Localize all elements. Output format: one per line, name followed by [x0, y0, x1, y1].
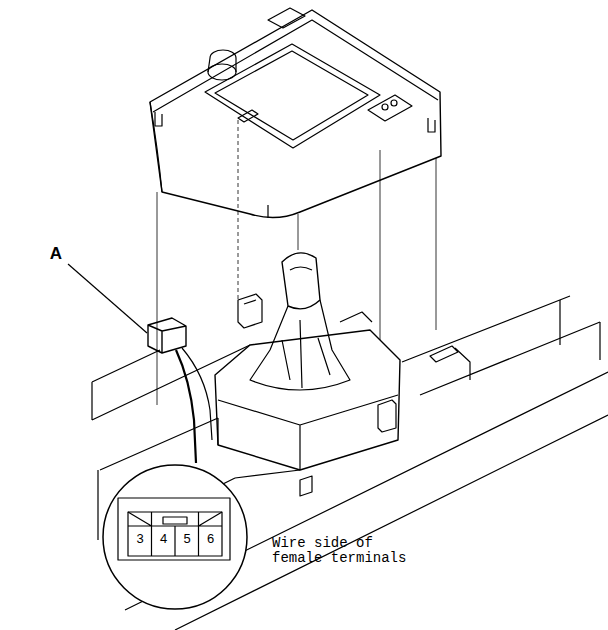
pin-number: 6 [200, 532, 222, 546]
panel-clip [155, 112, 435, 218]
connector-cavity [128, 512, 222, 556]
shifter-housing [218, 312, 398, 470]
pin-divider [152, 512, 199, 556]
switch-button [382, 104, 388, 110]
shift-knob-cap [208, 50, 236, 72]
connector [300, 476, 312, 496]
shift-boot [250, 300, 350, 390]
callout-letter: A [44, 245, 68, 264]
panel-tab [238, 110, 258, 122]
shift-knob [290, 267, 312, 270]
note-text: Wire side of female terminals [272, 536, 422, 567]
display-window [268, 8, 305, 28]
console-rail [92, 296, 608, 630]
switch-button [368, 95, 412, 121]
wire-harness [182, 348, 212, 440]
bracket [430, 346, 458, 362]
pin-number: 3 [129, 532, 151, 546]
leader-line [68, 264, 147, 333]
connector-face [118, 498, 230, 560]
pin-number: 4 [153, 532, 175, 546]
guide-line [238, 120, 239, 300]
inset-circle [103, 465, 247, 609]
connector [238, 294, 262, 328]
connector-latch [163, 517, 187, 524]
guide-line [157, 150, 436, 405]
shifter-housing [215, 330, 400, 470]
console-panel [150, 10, 441, 218]
wire-harness [176, 350, 196, 463]
panel-opening [205, 44, 380, 148]
panel-edge [150, 20, 438, 192]
connector [378, 400, 396, 432]
pin-marker [128, 512, 222, 526]
pin-number: 5 [176, 532, 198, 546]
shift-knob-cap [208, 64, 236, 80]
connector-a [148, 318, 186, 353]
switch-button [391, 100, 397, 106]
shift-knob [282, 253, 320, 309]
